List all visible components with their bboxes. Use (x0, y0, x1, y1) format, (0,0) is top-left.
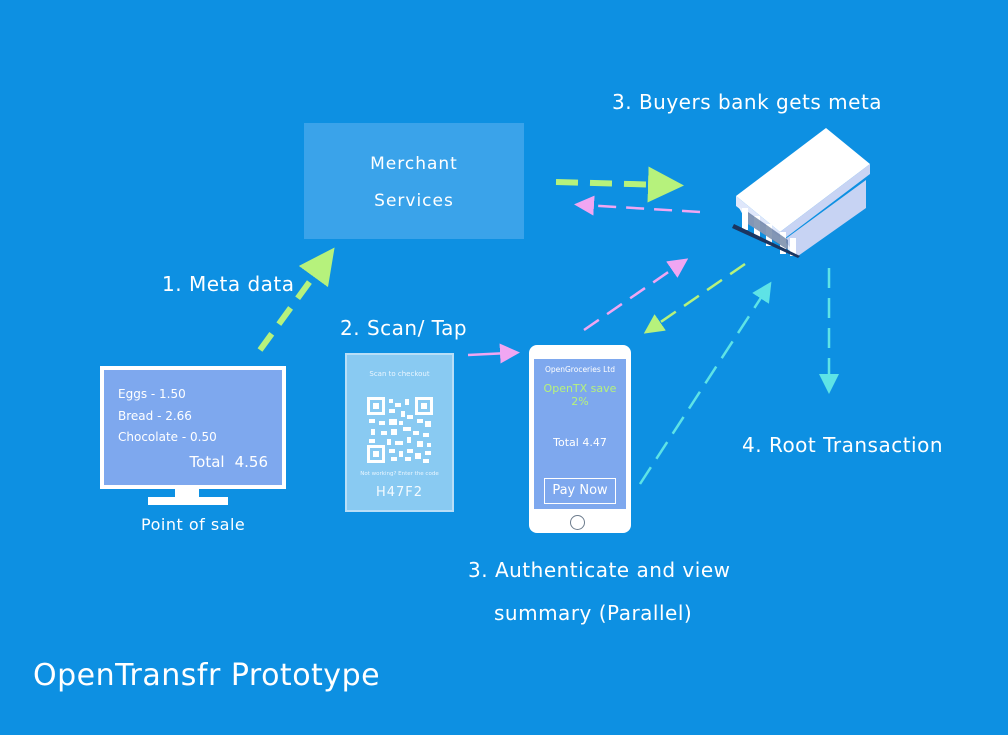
arrow-phone-to-bank-teal (638, 281, 772, 485)
pos-item-bread: Bread - 2.66 (118, 408, 192, 423)
arrow-bank-to-merchant (574, 195, 701, 216)
pos-total: Total 4.56 (190, 453, 268, 471)
arrow-merchant-to-bank (555, 166, 684, 203)
monitor-base (148, 497, 228, 505)
phone-total: Total 4.47 (553, 436, 607, 449)
qr-help-text: Not working? Enter the code (360, 471, 439, 477)
arrow-phone-to-bank (583, 258, 689, 332)
merchant-line2: Services (374, 191, 454, 211)
pos-total-label: Total (189, 453, 225, 471)
point-of-sale-screen: Eggs - 1.50 Bread - 2.66 Chocolate - 0.5… (104, 370, 282, 485)
pos-item-eggs: Eggs - 1.50 (118, 387, 186, 401)
label-buyers-bank: 3. Buyers bank gets meta (612, 90, 883, 114)
phone-savings: OpenTX save 2% (543, 382, 617, 408)
label-meta-data: 1. Meta data (162, 272, 295, 296)
pos-total-value: 4.56 (234, 453, 268, 471)
phone-store-name: OpenGroceries Ltd (544, 365, 616, 374)
qr-manual-code: H47F2 (375, 485, 424, 500)
page-title: OpenTransfr Prototype (33, 658, 381, 693)
qr-title: Scan to checkout (369, 370, 430, 378)
qr-code-icon (367, 397, 433, 463)
arrow-bank-to-phone (643, 262, 746, 334)
label-scan-tap: 2. Scan/ Tap (340, 316, 468, 340)
qr-checkout-card: Scan to checkout Not working? Enter the … (345, 353, 454, 512)
arrow-pos-to-merchant (257, 247, 335, 352)
pay-now-button[interactable]: Pay Now (544, 478, 616, 504)
label-point-of-sale: Point of sale (141, 515, 246, 534)
bank-building-icon (732, 128, 870, 258)
mobile-phone: OpenGroceries Ltd OpenTX save 2% Total 4… (529, 345, 631, 533)
point-of-sale-monitor: Eggs - 1.50 Bread - 2.66 Chocolate - 0.5… (100, 366, 286, 489)
arrow-qr-to-phone (467, 343, 520, 364)
pos-item-chocolate: Chocolate - 0.50 (118, 430, 217, 444)
monitor-stand (175, 489, 199, 497)
phone-home-button[interactable] (570, 515, 585, 530)
label-authenticate-line1: 3. Authenticate and view (468, 558, 731, 582)
phone-screen: OpenGroceries Ltd OpenTX save 2% Total 4… (534, 359, 626, 509)
merchant-line1: Merchant (370, 154, 458, 174)
merchant-services-box: Merchant Services (304, 123, 524, 239)
label-authenticate-line2: summary (Parallel) (494, 601, 693, 625)
label-root-transaction: 4. Root Transaction (742, 433, 944, 457)
